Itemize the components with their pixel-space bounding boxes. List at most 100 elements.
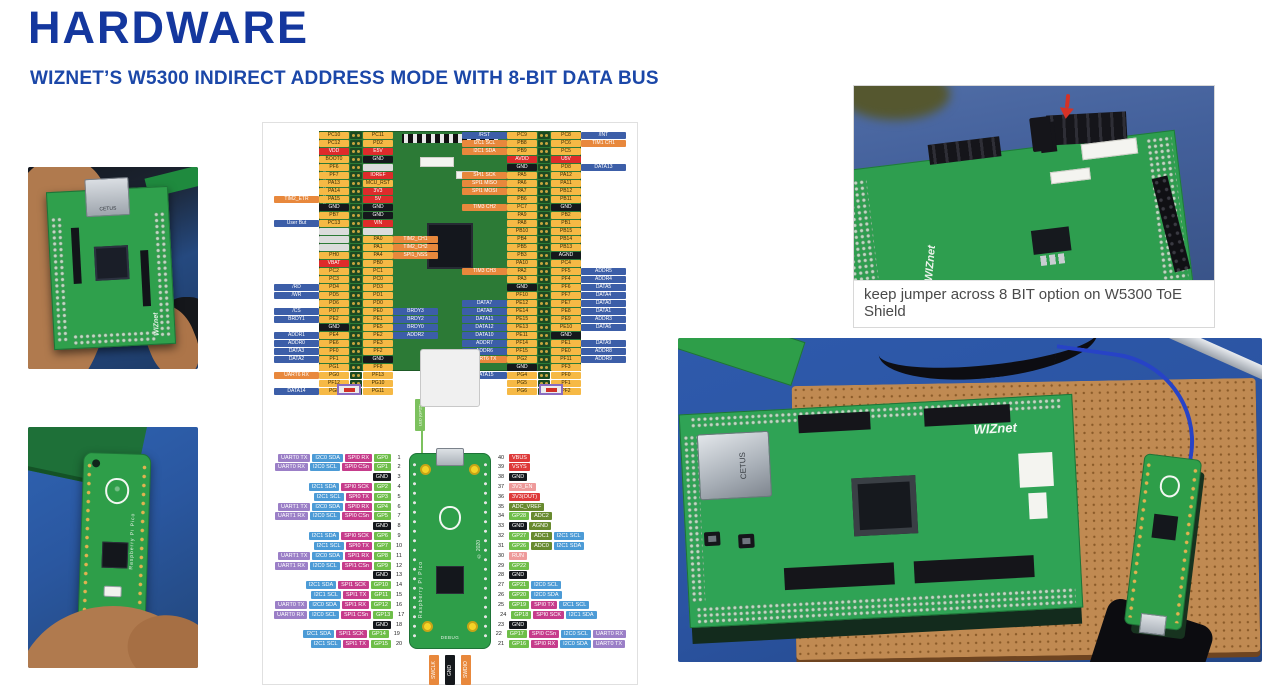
pin-label: SPI1 RX bbox=[341, 600, 369, 609]
pin-label: PC4 bbox=[551, 259, 581, 267]
pin-label: GP21 bbox=[509, 581, 530, 590]
debug-header-graphic bbox=[402, 134, 498, 143]
label-slot: TIM3 CH3 bbox=[461, 267, 507, 275]
photo-hand-holding-pico: Raspberry Pi Pico bbox=[28, 427, 198, 668]
pin-label: I2C0 SCL bbox=[531, 581, 561, 590]
button-cap bbox=[545, 387, 557, 392]
pin-label: I2C0 SDA bbox=[312, 502, 343, 511]
pin-label: PF11 bbox=[551, 355, 581, 363]
pin-label: DATA2 bbox=[274, 355, 319, 363]
pin-label: SPI0 CSn bbox=[341, 512, 372, 521]
background-pico-board bbox=[678, 338, 806, 387]
header-pin-dots bbox=[350, 235, 362, 243]
pin-number: 40 bbox=[497, 454, 505, 461]
header-pin-dots bbox=[538, 195, 550, 203]
pin-label: ADC2 bbox=[531, 512, 552, 521]
pin-label: 3V3 bbox=[363, 187, 393, 195]
pin-label: GND bbox=[509, 571, 528, 580]
pin-label: PC3 bbox=[319, 275, 349, 283]
label-slot: TIM3 CH2 bbox=[461, 203, 507, 211]
bootsel-button bbox=[103, 585, 122, 598]
pin-label: SPI1 SCK bbox=[338, 581, 369, 590]
pin-label: SPI0 SCK bbox=[341, 532, 372, 541]
pin-label: GP1 bbox=[373, 463, 391, 472]
pin-label: UART1 RX bbox=[274, 561, 308, 570]
pin-label: PF12 bbox=[319, 379, 349, 387]
pin-number: 8 bbox=[397, 523, 401, 530]
pin-label: BRDY3 bbox=[393, 307, 438, 315]
header-pin-dots bbox=[538, 179, 550, 187]
header-pin-dots bbox=[538, 147, 550, 155]
pin-label: PB6 bbox=[507, 195, 537, 203]
pin-label: I2C0 SCL bbox=[309, 463, 340, 472]
pin-label: PE10 bbox=[551, 323, 581, 331]
pin-label: PD4 bbox=[319, 283, 349, 291]
pin-label: PC0 bbox=[363, 275, 393, 283]
label-slot: DATA14 bbox=[273, 387, 319, 395]
pin-label: PB15 bbox=[551, 227, 581, 235]
pin-number: 37 bbox=[497, 483, 505, 490]
pin-label: TIM2_CH2 bbox=[393, 243, 438, 251]
label-slot: TIM1 CH1 bbox=[581, 139, 627, 147]
pin-label: PG1 bbox=[319, 363, 349, 371]
pin-label: PD7 bbox=[319, 307, 349, 315]
pin-label: PG5 bbox=[507, 379, 537, 387]
header-pin-dots bbox=[538, 155, 550, 163]
pin-label: I2C1 SDA bbox=[308, 482, 340, 491]
label-slot: DATA8 bbox=[461, 307, 507, 315]
pin-label: PD1 bbox=[363, 291, 393, 299]
pin-label: PE14 bbox=[507, 307, 537, 315]
ethernet-connector-graphic bbox=[420, 349, 480, 407]
photo-shield-jumper: WIZnet bbox=[854, 86, 1214, 280]
pin-label: PF1 bbox=[319, 355, 349, 363]
pinout-diagram-panel: W5300 TOE SHIELD PC10PC11/RSTPC9PC8/INTP… bbox=[262, 122, 638, 685]
header-pin-dots bbox=[538, 131, 550, 139]
pin-label: PF0 bbox=[551, 371, 581, 379]
pin-label: VDD bbox=[319, 147, 349, 155]
header-pin-dots bbox=[538, 299, 550, 307]
pin-label: PF10 bbox=[507, 291, 537, 299]
pin-label: PB0 bbox=[363, 259, 393, 267]
pin-label: VBUS bbox=[509, 453, 530, 462]
pin-label: GND bbox=[372, 522, 391, 531]
pin-label: GP12 bbox=[370, 600, 391, 609]
header-pin-dots bbox=[538, 379, 550, 387]
label-slot: /WR bbox=[273, 291, 319, 299]
pin-label: GND bbox=[363, 355, 393, 363]
label-slot: SPI1_NSS bbox=[393, 251, 439, 259]
pin-number: 12 bbox=[395, 562, 403, 569]
pin-label: UART1 TX bbox=[278, 551, 311, 560]
pin-number: 23 bbox=[497, 621, 505, 628]
pin-label: SPI0 SCK bbox=[341, 482, 372, 491]
jumper-instruction-card: WIZnet keep jumper across 8 BIT option o… bbox=[853, 85, 1215, 328]
label-slot: DATA3 bbox=[273, 347, 319, 355]
pin-label: GND bbox=[509, 522, 528, 531]
pin-label: PG10 bbox=[363, 379, 393, 387]
pin-label: PC11 bbox=[363, 131, 393, 139]
pin-label: GP6 bbox=[373, 532, 391, 541]
header-pin-dots bbox=[350, 363, 362, 371]
pin-label: PA7 bbox=[507, 187, 537, 195]
pin-label: AGND bbox=[551, 251, 581, 259]
header-pin-dots bbox=[350, 307, 362, 315]
